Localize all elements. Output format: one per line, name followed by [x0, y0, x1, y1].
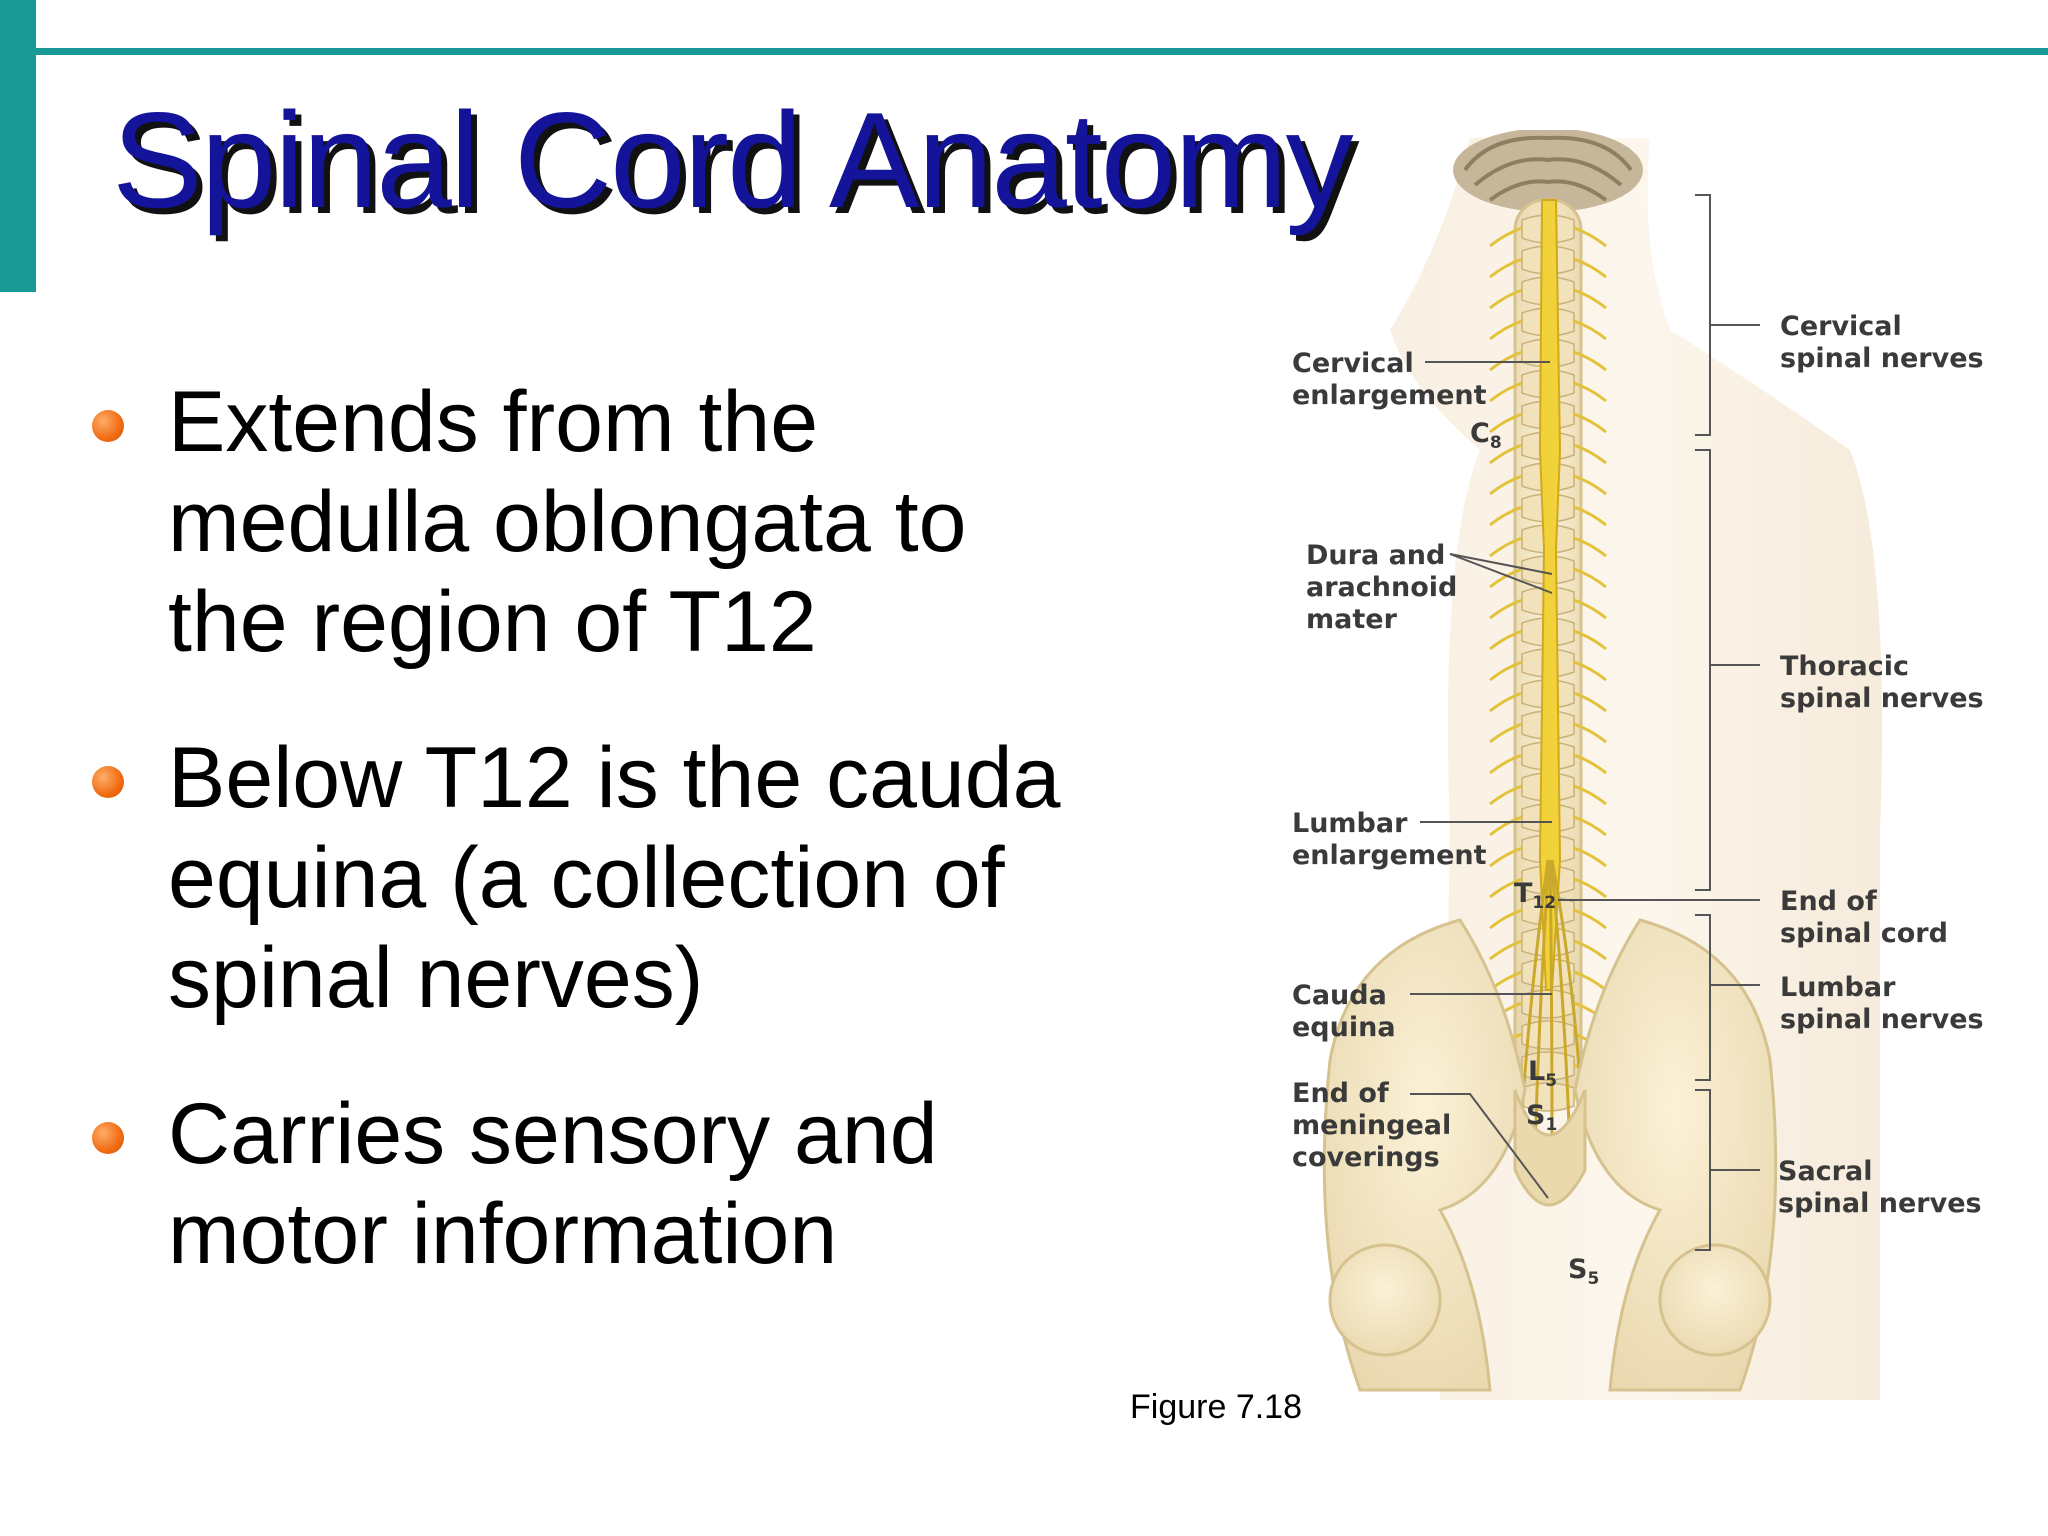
spinal-nerve-left	[1489, 877, 1523, 899]
bullet-line: Carries sensory and	[168, 1086, 938, 1182]
marker-l5: L5	[1528, 1056, 1557, 1091]
spinal-nerve-right	[1573, 474, 1607, 496]
spinal-nerve-right	[1573, 939, 1607, 961]
spinal-nerve-left	[1489, 226, 1523, 248]
bullet-dot-icon	[92, 410, 124, 442]
bullet-line: medulla oblongata to	[168, 474, 967, 570]
spinal-nerve-right	[1573, 505, 1607, 527]
spinal-nerve-right	[1573, 226, 1607, 248]
spinal-nerve-left	[1489, 846, 1523, 868]
spinal-nerve-right	[1573, 815, 1607, 837]
spinal-nerve-left	[1489, 319, 1523, 341]
pelvis-icon	[1322, 918, 1778, 1392]
spinal-nerve-right	[1573, 257, 1607, 279]
spinal-nerve-right	[1573, 846, 1607, 868]
spinal-nerve-left	[1489, 629, 1523, 651]
spinal-nerve-left	[1489, 350, 1523, 372]
label-end-meningeal: End of meningeal coverings	[1292, 1078, 1461, 1173]
spinal-nerve-left	[1489, 815, 1523, 837]
label-cervical-enlargement: Cervical enlargement	[1292, 348, 1487, 411]
spinal-nerve-left	[1489, 753, 1523, 775]
spinal-nerve-right	[1573, 350, 1607, 372]
label-end-spinal-cord: End of spinal cord	[1780, 886, 1948, 949]
spinal-nerve-left	[1489, 381, 1523, 403]
accent-bar	[0, 0, 36, 292]
spinal-nerve-right	[1573, 567, 1607, 589]
spinal-nerve-right	[1573, 908, 1607, 930]
spinal-nerve-left	[1489, 412, 1523, 434]
spinal-nerve-left	[1489, 257, 1523, 279]
label-lumbar-enlargement: Lumbar enlargement	[1292, 808, 1487, 871]
bullet-dot-icon	[92, 766, 124, 798]
spinal-nerve-left	[1489, 505, 1523, 527]
anatomy-svg: Cervical enlargement Dura and arachnoid …	[1292, 130, 1984, 1400]
spinal-nerve-left	[1489, 908, 1523, 930]
spinal-nerve-right	[1573, 598, 1607, 620]
slide-title: Spinal Cord Anatomy	[112, 84, 1354, 236]
spinal-nerve-left	[1489, 939, 1523, 961]
marker-t12: T12	[1514, 878, 1556, 913]
spinal-nerve-right	[1573, 877, 1607, 899]
spinal-nerve-right	[1573, 288, 1607, 310]
label-thoracic-nerves: Thoracic spinal nerves	[1780, 651, 1984, 714]
bullet-item: Extends from the medulla oblongata to th…	[92, 372, 1172, 672]
left-leader-lines	[1410, 361, 1553, 1199]
spinal-nerve-right	[1573, 412, 1607, 434]
spinal-nerve-right	[1573, 319, 1607, 341]
spinal-nerve-left	[1489, 691, 1523, 713]
bullet-line: equina (a collection of	[168, 830, 1005, 926]
label-lumbar-nerves: Lumbar spinal nerves	[1780, 972, 1984, 1035]
label-cauda-equina: Cauda equina	[1292, 980, 1396, 1043]
label-sacral-nerves: Sacral spinal nerves	[1778, 1156, 1982, 1219]
label-dura-arachnoid: Dura and arachnoid mater	[1306, 540, 1467, 635]
accent-line	[36, 48, 2048, 55]
spinal-nerve-left	[1489, 536, 1523, 558]
spinal-nerve-right	[1573, 443, 1607, 465]
bullet-line: the region of T12	[168, 574, 817, 670]
region-brackets	[1558, 194, 1760, 1251]
spinal-nerve-left	[1489, 567, 1523, 589]
spinal-nerve-right	[1573, 536, 1607, 558]
marker-s5: S5	[1568, 1254, 1599, 1289]
bullet-item: Below T12 is the cauda equina (a collect…	[92, 728, 1172, 1028]
cerebellum-icon	[1453, 130, 1643, 212]
spinal-nerve-right	[1573, 722, 1607, 744]
bullet-line: Below T12 is the cauda	[168, 730, 1061, 826]
spinal-nerve-right	[1573, 691, 1607, 713]
spinal-nerve-right	[1573, 784, 1607, 806]
marker-c8: C8	[1470, 418, 1502, 453]
spinal-nerve-left	[1489, 660, 1523, 682]
spinal-nerve-right	[1573, 753, 1607, 775]
spinal-nerve-left	[1489, 784, 1523, 806]
label-cervical-nerves: Cervical spinal nerves	[1780, 311, 1984, 374]
figure-caption: Figure 7.18	[1130, 1388, 1302, 1426]
spinal-nerve-left	[1489, 598, 1523, 620]
bullet-line: Extends from the	[168, 374, 819, 470]
marker-s1: S1	[1526, 1100, 1557, 1135]
bullet-item: Carries sensory and motor information	[92, 1084, 1172, 1284]
spinal-nerve-right	[1573, 629, 1607, 651]
spinal-cord-illustration: Cervical enlargement Dura and arachnoid …	[1290, 130, 2030, 1420]
vertebra-segment	[1521, 1082, 1575, 1112]
spinal-nerve-left	[1489, 443, 1523, 465]
spinal-nerve-right	[1573, 381, 1607, 403]
spinal-nerve-right	[1573, 660, 1607, 682]
bullet-line: motor information	[168, 1186, 838, 1282]
spinal-nerve-left	[1489, 288, 1523, 310]
bullet-list: Extends from the medulla oblongata to th…	[92, 372, 1172, 1340]
spinal-nerve-left	[1489, 722, 1523, 744]
spinal-nerve-left	[1489, 474, 1523, 496]
bullet-line: spinal nerves)	[168, 930, 704, 1026]
bullet-dot-icon	[92, 1122, 124, 1154]
